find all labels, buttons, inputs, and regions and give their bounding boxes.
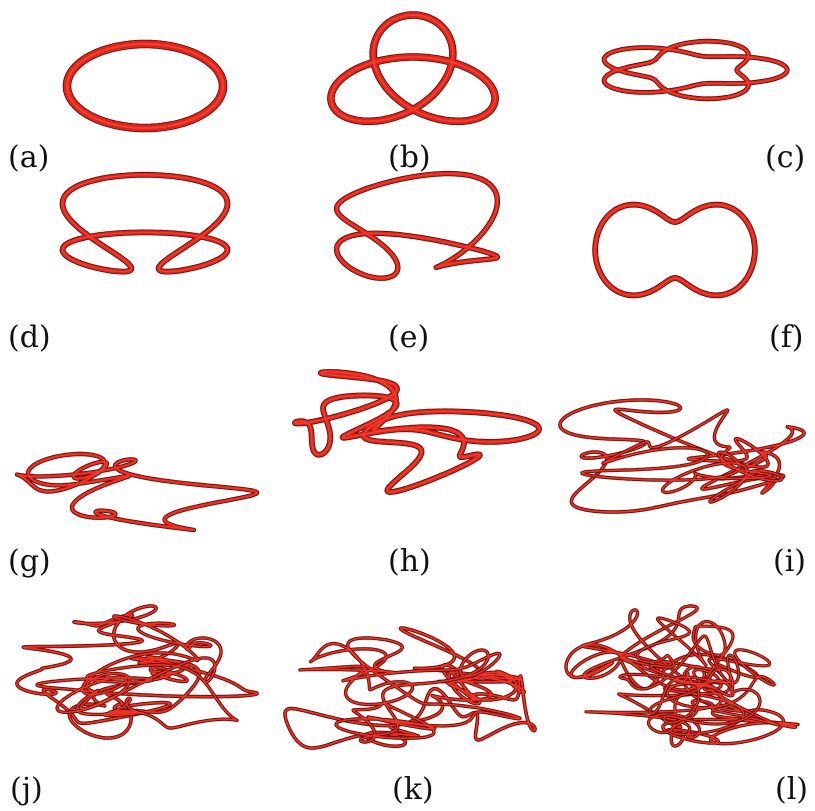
knot-l-strand [584,616,780,740]
panel-label-c: (c) [765,140,806,175]
knot-d [59,171,231,275]
panel-label-k: (k) [392,772,434,807]
knot-e [334,170,500,281]
knot-layer [14,11,806,750]
panel-label-j: (j) [10,772,43,807]
panel-label-d: (d) [8,320,51,355]
knot-i-strand [580,408,784,504]
panel-label-e: (e) [388,320,430,355]
panel-label-l: (l) [775,772,809,807]
knot-c-cinquefoil [601,38,790,102]
panel-label-i: (i) [773,544,807,579]
knot-k-random [283,626,537,750]
knot-k-strand [298,636,522,744]
knot-h-random [292,369,542,495]
knot-f [592,201,758,299]
panel-label-b: (b) [388,140,431,175]
knot-a-unknot [62,39,228,133]
panel-label-g: (g) [8,544,51,579]
knot-i-random [558,398,806,514]
knot-l-strand [618,634,762,726]
knot-g-random [14,451,260,533]
panel-label-h: (h) [388,544,431,579]
panel-label-a: (a) [8,140,50,175]
knot-j-strand [35,614,239,730]
panel-label-f: (f) [769,320,804,355]
knot-b-trefoil [327,11,499,126]
